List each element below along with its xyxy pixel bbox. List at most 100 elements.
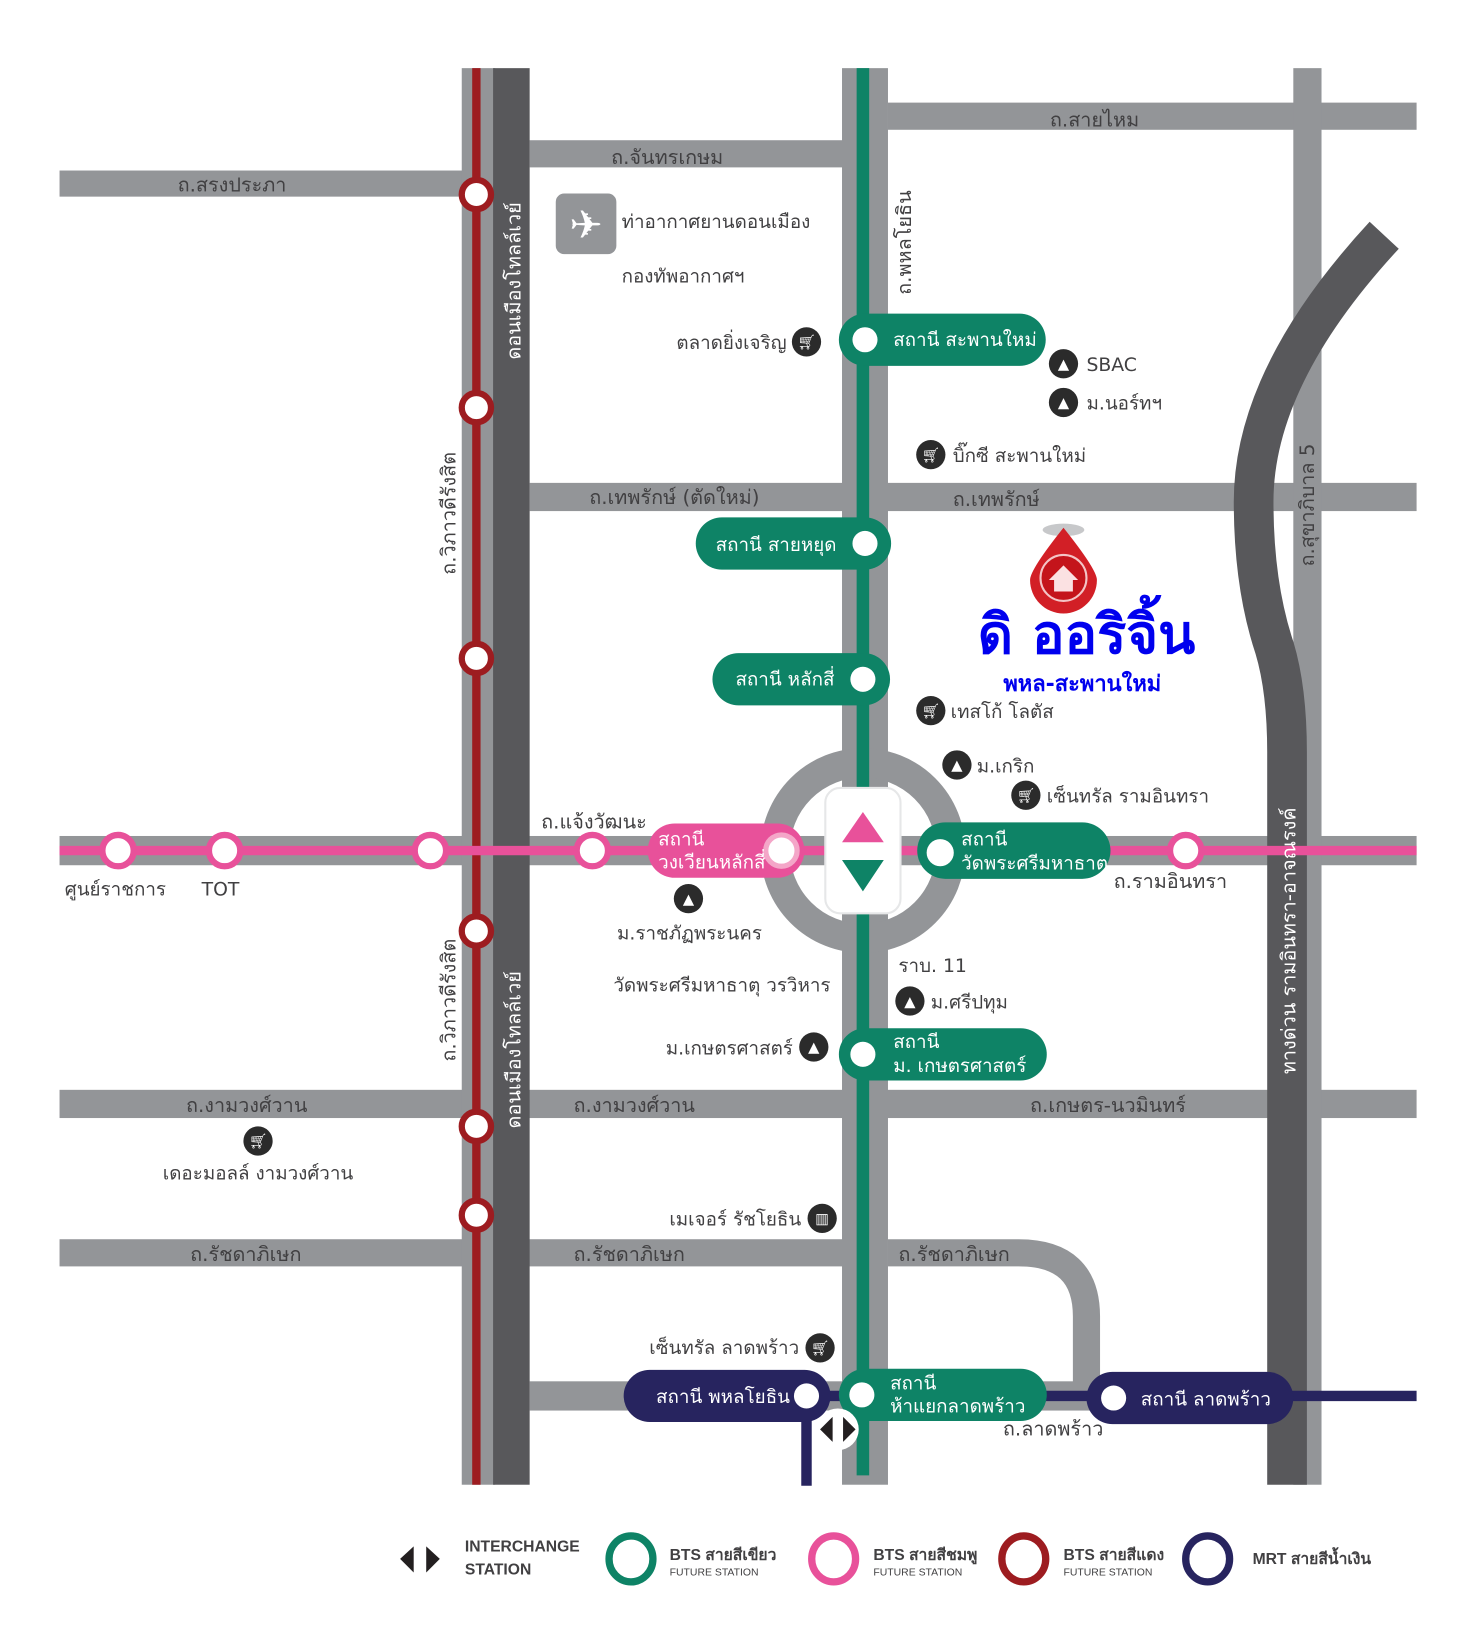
svg-text:▲: ▲ (683, 891, 695, 908)
station-label: สถานี (658, 829, 704, 850)
road-label: ถ.เทพรักษ์ (953, 488, 1040, 511)
station-label: สถานี ลาดพร้าว (1141, 1389, 1271, 1410)
station-ha-yaek-ladprao[interactable]: สถานี ห้าแยกลาดพร้าว (838, 1368, 1047, 1422)
svg-text:✈: ✈ (569, 202, 602, 248)
station-label: สถานี (890, 1374, 936, 1395)
station-name: ศูนย์ราชการ (65, 879, 166, 901)
road-label: ถ.รัชดาภิเษก (898, 1243, 1009, 1266)
landmark-label: ตลาดยิ่งเจริญ (676, 329, 786, 354)
svg-text:▥: ▥ (815, 1211, 829, 1228)
station-label: สถานี สะพานใหม่ (893, 329, 1037, 351)
road-label: ถ.วิภาวดีรังสิต (437, 939, 460, 1062)
project-name: ดิ ออริจิ้น (978, 594, 1196, 666)
red-station[interactable] (458, 176, 495, 213)
red-station[interactable] (458, 640, 495, 677)
road-label: ถ.สายไหม (1050, 109, 1139, 132)
legend-label: INTERCHANGE (465, 1539, 580, 1556)
road-ratchada-right (887, 1239, 1101, 1396)
pink-station[interactable] (573, 831, 612, 870)
station-label: วัดพระศรีมหาธาตุ (961, 853, 1108, 875)
road-label: ถ.แจ้งวัฒนะ (541, 811, 647, 834)
red-station[interactable] (458, 913, 495, 949)
graduation-cap-icon (942, 750, 972, 780)
tollway (493, 68, 530, 1485)
interchange-legend-icon (400, 1546, 440, 1573)
station-saphan-mai[interactable]: สถานี สะพานใหม่ (838, 313, 1046, 366)
station-name: TOT (201, 880, 240, 901)
road-label: ถ.งามวงศ์วาน (574, 1094, 696, 1117)
road-label: ถ.วิภาวดีรังสิต (437, 452, 460, 575)
station-lak-si[interactable]: สถานี หลักสี่ (712, 653, 891, 706)
legend-sublabel: FUTURE STATION (1063, 1568, 1152, 1579)
station-wongwian-lak-si[interactable]: สถานี วงเวียนหลักสี่ (647, 823, 805, 878)
road-label: ถ.ลาดพร้าว (1003, 1418, 1103, 1441)
road-label: ดอนเมืองโทลล์เวย์ (502, 202, 525, 359)
blue-ring-icon (1182, 1532, 1234, 1586)
shopping-cart-icon (916, 695, 946, 726)
landmark-label: ราบ. 11 (898, 956, 966, 977)
road-label: ดอนเมืองโทลล์เวย์ (502, 971, 525, 1128)
road-label: ถ.รามอินทรา (1114, 870, 1227, 893)
road-label: ถ.จันทรเกษม (611, 146, 723, 169)
expressway (1233, 221, 1399, 1485)
svg-text:🛒︎: 🛒︎ (1017, 787, 1036, 804)
shopping-cart-icon (805, 1333, 835, 1363)
road-label: ถ.เทพรักษ์ (ตัดใหม่) (589, 486, 759, 509)
pink-station[interactable] (99, 831, 137, 870)
svg-text:🛒︎: 🛒︎ (797, 334, 816, 351)
legend-sublabel: FUTURE STATION (873, 1568, 962, 1579)
svg-text:▲: ▲ (904, 993, 916, 1010)
pink-ring-icon (808, 1532, 860, 1586)
road-ngamwongwan (59, 1089, 1417, 1119)
legend-label: BTS สายสีแดง (1063, 1545, 1164, 1564)
road-chanthorn (529, 140, 844, 168)
landmark-label: ม.เกริก (977, 756, 1035, 777)
legend-label: STATION (465, 1562, 531, 1579)
shopping-cart-icon (1011, 780, 1041, 810)
legend: INTERCHANGE STATION BTS สายสีเขียว FUTUR… (400, 1532, 1371, 1586)
airport-icon: ✈ (555, 193, 617, 255)
svg-text:▲: ▲ (951, 757, 963, 774)
road-label: ถ.พหลโยธิน (893, 190, 916, 295)
shopping-cart-icon (791, 327, 822, 357)
road-label: ถ.เกษตร-นวมินทร์ (1030, 1094, 1186, 1117)
landmark-label: เทสโก้ โลตัส (951, 701, 1055, 723)
svg-text:🛒︎: 🛒︎ (922, 703, 941, 720)
graduation-cap-icon (895, 986, 925, 1016)
svg-text:🛒︎: 🛒︎ (922, 447, 941, 464)
station-sai-yud[interactable]: สถานี สายหยุด (695, 517, 892, 570)
landmark-label: เดอะมอลล์ งามวงศ์วาน (163, 1163, 354, 1185)
triangle-up-icon (842, 811, 884, 843)
graduation-cap-icon (1048, 349, 1079, 379)
landmark-label: เซ็นทรัล ลาดพร้าว (649, 1335, 799, 1359)
road-label: ถ.สรงประภา (178, 173, 287, 196)
poi-glyphs: 🛒︎▲▲ 🛒︎🛒︎▲ 🛒︎▲▲ ▲🛒︎▥🛒︎ (249, 334, 1070, 1357)
pink-line-stations (99, 831, 1205, 870)
road-label: ทางด่วน รามอินทรา-อาจณรงค์ (1277, 807, 1300, 1074)
landmark-label: ม.เกษตรศาสตร์ (666, 1037, 793, 1059)
triangle-down-icon (842, 860, 884, 892)
landmark-label: เซ็นทรัล รามอินทรา (1047, 784, 1209, 808)
landmark-label: ม.ศรีปทุม (931, 992, 1008, 1014)
station-label: สถานี สายหยุด (716, 535, 837, 557)
pink-station[interactable] (411, 831, 450, 870)
station-label: สถานี (893, 1032, 939, 1053)
poi-markers (243, 327, 1079, 1363)
interchange-icon (816, 1408, 859, 1451)
road-saimai (887, 102, 1417, 130)
red-station[interactable] (458, 1197, 495, 1233)
legend-sublabel: FUTURE STATION (670, 1568, 759, 1579)
pink-station[interactable] (205, 831, 244, 870)
road-label: ถ.รัชดาภิเษก (190, 1243, 301, 1266)
station-kasetsart[interactable]: สถานี ม. เกษตรศาสตร์ (838, 1028, 1047, 1081)
mrt-station-phahon[interactable]: สถานี พหลโยธิน (623, 1369, 831, 1423)
house-pin-icon (1030, 523, 1097, 614)
svg-text:▲: ▲ (1058, 356, 1070, 373)
mrt-station-ladprao[interactable]: สถานี ลาดพร้าว (1086, 1371, 1294, 1425)
red-station[interactable] (458, 389, 495, 426)
landmark-label: วัดพระศรีมหาธาตุ วรวิหาร (613, 976, 830, 998)
pink-station[interactable] (1166, 831, 1205, 870)
station-wat-phra-si-mahathat[interactable]: สถานี วัดพระศรีมหาธาตุ (917, 822, 1111, 879)
red-station[interactable] (458, 1108, 495, 1145)
